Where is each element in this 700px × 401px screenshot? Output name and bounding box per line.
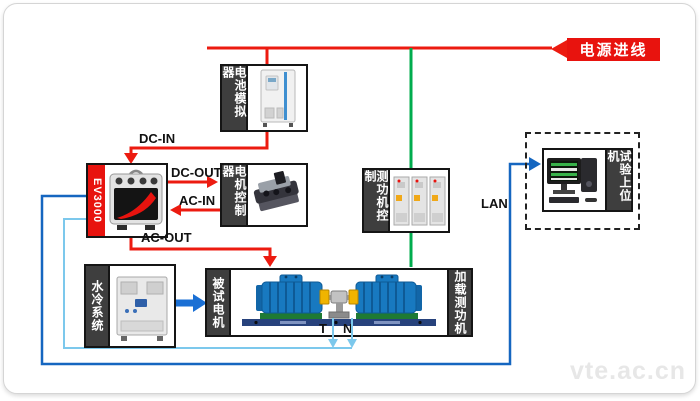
torque-label: T [319, 321, 327, 336]
sensor-signal-line [63, 218, 352, 349]
motor-controller-label: 电机控制器 [221, 165, 248, 225]
motor-rig-image [242, 274, 436, 326]
motor-under-test-label: 被试电机 [207, 270, 231, 335]
load-dyno-label: 加载测功机 [447, 270, 471, 335]
dc-in-label: DC-IN [139, 131, 176, 146]
dyno-control-label: 测功机控制 [363, 170, 390, 231]
watermark: vte.ac.cn [570, 357, 687, 385]
speed-label: N [343, 321, 353, 336]
motor-controller-image [253, 170, 299, 212]
power-bus-arrow-icon [551, 40, 567, 58]
power-incoming-label: 电源进线 [567, 38, 660, 61]
ac-in-arrow-icon [170, 204, 181, 216]
host-pc-node: 试验上位机 [542, 148, 633, 212]
water-cooling-label: 水冷系统 [86, 266, 110, 346]
battery-simulator-image [260, 69, 296, 127]
host-pc-dashed-frame [525, 132, 640, 230]
dyno-control-image [393, 176, 446, 225]
dc-out-label: DC-OUT [171, 165, 222, 180]
motor-controller-node: 电机控制器 [220, 163, 308, 227]
lan-label: LAN [481, 196, 508, 211]
ac-out-arrow-icon [263, 256, 277, 267]
dc-in-arrow-icon [124, 153, 138, 164]
dyno-control-node: 测功机控制 [362, 168, 450, 233]
battery-simulator-node: 电池模拟器 [220, 64, 308, 132]
ac-out-label: AC-OUT [141, 230, 192, 245]
ac-out-line [129, 238, 272, 260]
host-pc-image [546, 158, 597, 203]
cooling-arrow-icon [193, 294, 207, 312]
water-cooling-image [116, 276, 168, 341]
ev3000-node: EV3000 [86, 163, 168, 238]
dc-out-arrow-icon [207, 176, 218, 188]
battery-simulator-label: 电池模拟器 [221, 66, 248, 130]
ac-in-label: AC-IN [179, 193, 216, 208]
test-rig-node: 被试电机 [205, 268, 473, 337]
water-cooling-node: 水冷系统 [84, 264, 176, 348]
ev3000-image [109, 169, 162, 230]
lan-line [40, 162, 534, 366]
ev3000-label: EV3000 [88, 165, 105, 236]
host-pc-label: 试验上位机 [605, 150, 632, 210]
lan-arrow-icon [529, 157, 541, 171]
